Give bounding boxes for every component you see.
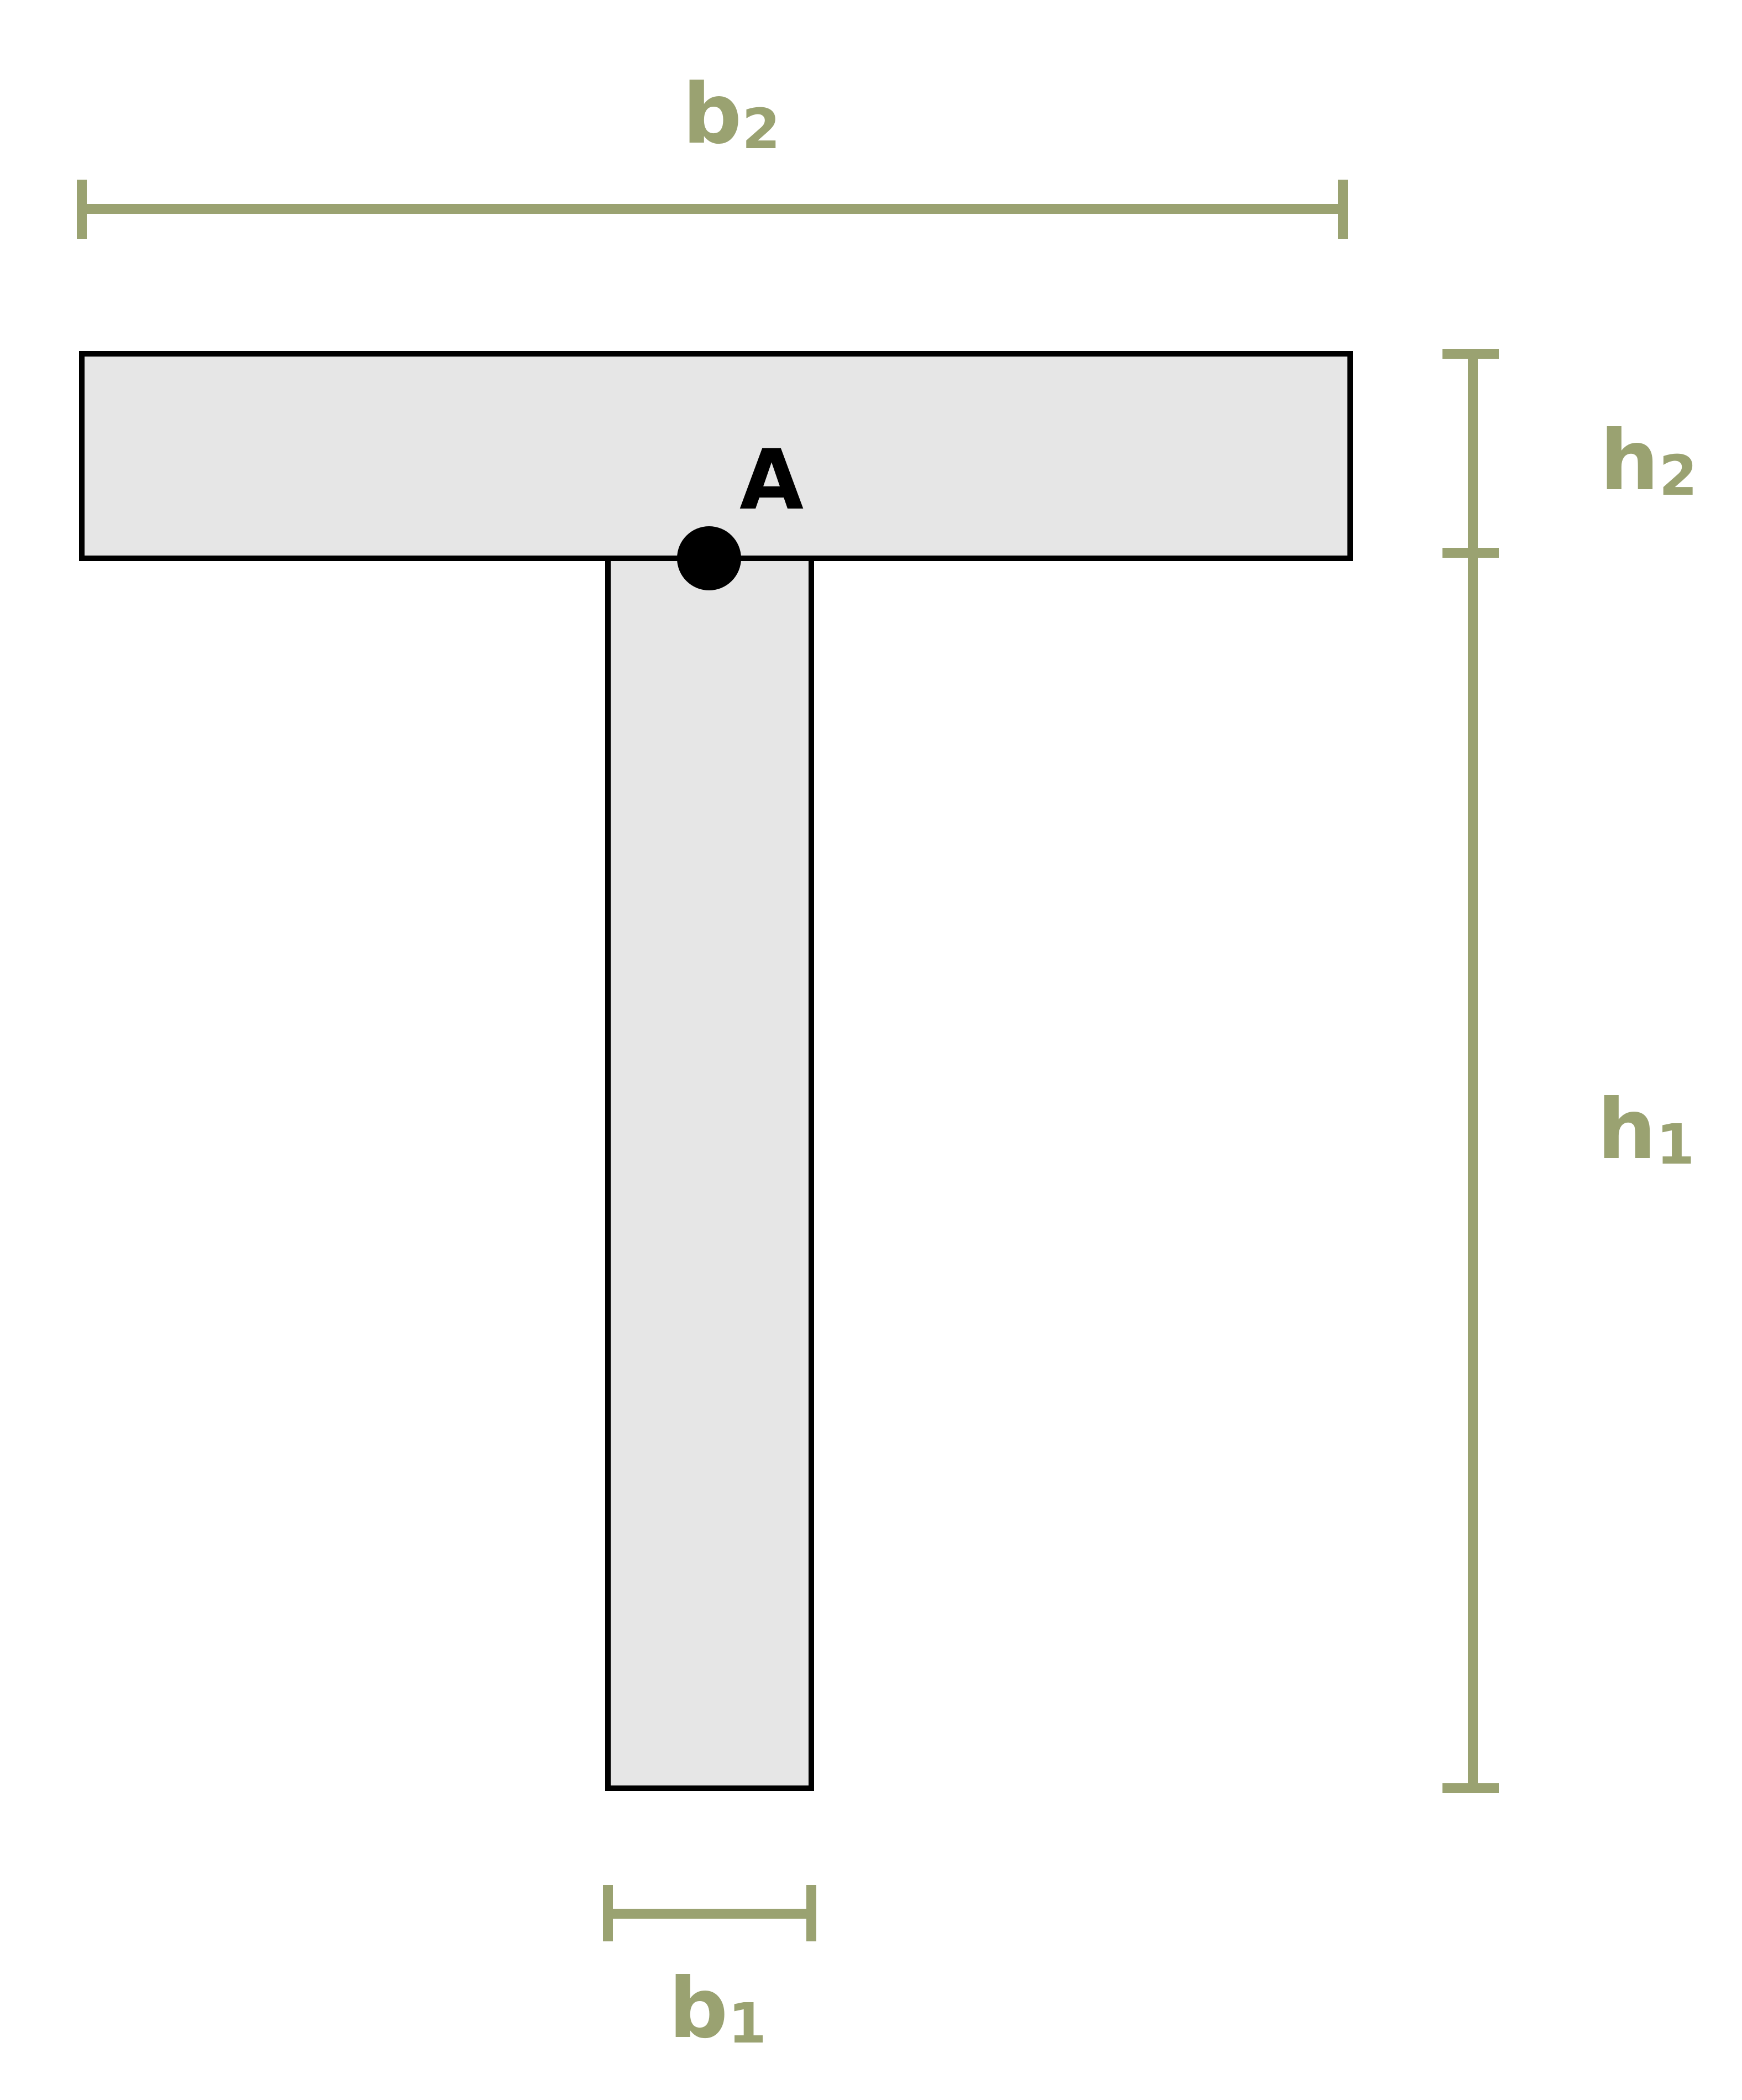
dimension-h1: h1 [1442,553,1694,1793]
point-a: A [677,432,804,590]
flange-rectangle [79,351,1353,561]
dimension-h2-label-main: h [1600,413,1659,509]
dimension-b2-label-sub: 2 [742,97,780,161]
dimension-h1-label: h1 [1597,1082,1694,1178]
dimension-h2: h2 [1442,349,1697,558]
dimension-h2-label-sub: 2 [1659,443,1698,508]
dimension-b1-label-sub: 1 [728,1991,767,2056]
dimension-h1-label-main: h [1597,1082,1656,1178]
web-rectangle [605,556,814,1791]
point-a-marker [677,526,741,590]
dimension-b2: b2 [77,66,1348,239]
dimension-b2-label: b2 [683,66,780,163]
dimension-b2-label-main: b [683,66,742,163]
dimension-b1: b1 [603,1885,816,2057]
dimension-h2-label: h2 [1600,413,1697,509]
t-section [79,351,1353,1791]
dimension-b1-label-main: b [669,1961,728,2057]
dimension-h1-label-sub: 1 [1656,1112,1695,1177]
dimension-b1-label: b1 [669,1961,767,2057]
point-a-label: A [739,432,804,528]
